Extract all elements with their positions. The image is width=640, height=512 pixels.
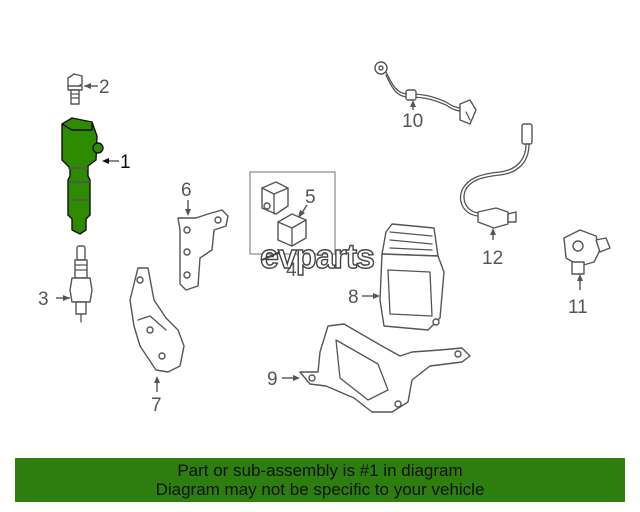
leader-arrow-6 xyxy=(185,209,191,216)
knock-sensor-part[interactable] xyxy=(374,61,477,125)
callout-4[interactable]: 4 xyxy=(286,260,297,281)
leader-arrow-10 xyxy=(410,100,416,107)
bracket-7-part[interactable] xyxy=(129,267,185,373)
leader-arrow-11 xyxy=(577,274,583,281)
sensor-connector-part[interactable] xyxy=(277,213,307,247)
watermark-text: evparts xyxy=(260,238,374,276)
sensor-12-part[interactable] xyxy=(459,123,533,229)
callout-8[interactable]: 8 xyxy=(348,287,359,308)
callout-3[interactable]: 3 xyxy=(38,289,49,310)
leader-arrow-2 xyxy=(84,83,91,89)
part-info-banner: Part or sub-assembly is #1 in diagram Di… xyxy=(15,458,625,502)
bracket-6-part[interactable] xyxy=(177,209,229,291)
callout-6[interactable]: 6 xyxy=(181,180,192,201)
banner-line-2: Diagram may not be specific to your vehi… xyxy=(155,480,485,499)
callout-9[interactable]: 9 xyxy=(267,369,278,390)
callout-10[interactable]: 10 xyxy=(402,111,423,132)
ecu-module-part[interactable] xyxy=(379,223,445,331)
map-sensor-part[interactable] xyxy=(563,229,611,275)
bolt-part[interactable] xyxy=(67,73,83,105)
sensor-bracket-part[interactable] xyxy=(261,181,289,215)
ignition-coil-part[interactable] xyxy=(61,117,104,235)
callout-1[interactable]: 1 xyxy=(120,152,131,173)
leader-arrow-9 xyxy=(293,375,300,381)
callout-2[interactable]: 2 xyxy=(99,77,110,98)
callout-5[interactable]: 5 xyxy=(305,187,316,208)
leader-arrow-8 xyxy=(373,293,380,299)
leader-arrow-1 xyxy=(102,158,109,164)
banner-line-1: Part or sub-assembly is #1 in diagram xyxy=(177,461,463,480)
callout-7[interactable]: 7 xyxy=(151,395,162,416)
callout-11[interactable]: 11 xyxy=(568,297,588,318)
leader-arrow-5 xyxy=(298,210,305,218)
watermark-logo: evparts xyxy=(259,237,375,276)
leader-arrow-12 xyxy=(490,228,496,235)
sub-assembly-frame xyxy=(249,171,336,255)
leader-arrow-7 xyxy=(154,376,160,383)
callout-12[interactable]: 12 xyxy=(482,248,503,269)
ecu-bracket-part[interactable] xyxy=(299,323,471,413)
spark-plug-part[interactable] xyxy=(69,245,93,323)
leader-arrow-3 xyxy=(63,295,70,301)
